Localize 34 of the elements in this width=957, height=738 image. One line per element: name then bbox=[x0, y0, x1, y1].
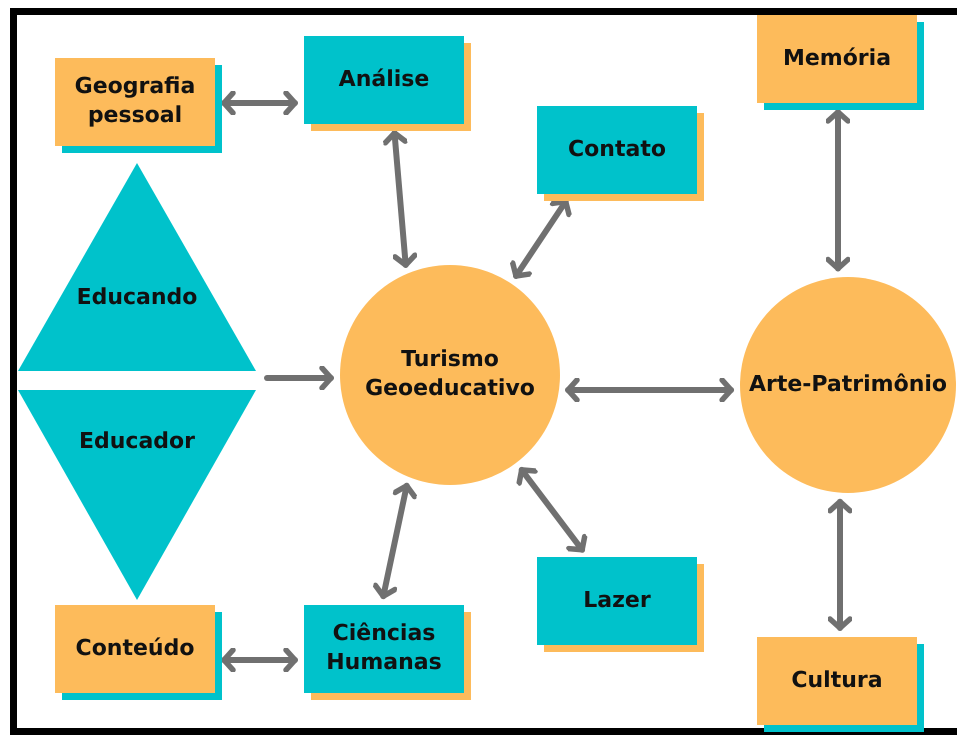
process-box bbox=[55, 605, 222, 700]
inverted-triangle-shape bbox=[18, 390, 256, 600]
node-label: Arte-Patrimônio bbox=[748, 370, 948, 399]
double-arrow bbox=[372, 482, 418, 600]
circle-node bbox=[340, 265, 560, 485]
circle-node bbox=[740, 277, 956, 493]
double-arrow bbox=[264, 365, 334, 391]
node-label: Conteúdo bbox=[74, 634, 196, 663]
node-label: Lazer bbox=[582, 586, 652, 615]
node-label: Turismo Geoeducativo bbox=[364, 346, 536, 403]
node-label: Educador bbox=[78, 428, 196, 456]
node-label: Ciências Humanas bbox=[325, 620, 443, 677]
node-label: Cultura bbox=[790, 666, 884, 695]
double-arrow bbox=[382, 130, 418, 268]
double-arrow bbox=[827, 498, 853, 631]
double-arrow bbox=[221, 647, 298, 673]
process-box bbox=[304, 605, 471, 700]
triangle-shape bbox=[18, 163, 256, 371]
process-box bbox=[55, 58, 222, 153]
double-arrow bbox=[825, 109, 851, 272]
node-label: Análise bbox=[338, 66, 430, 94]
process-box bbox=[537, 557, 704, 652]
node-label: Contato bbox=[567, 136, 667, 164]
double-arrow bbox=[510, 198, 572, 279]
process-box bbox=[757, 15, 924, 110]
process-box bbox=[757, 637, 924, 732]
process-box bbox=[537, 106, 704, 201]
node-label: Educando bbox=[76, 284, 198, 312]
double-arrow bbox=[565, 377, 734, 403]
node-label: Memória bbox=[782, 44, 892, 73]
double-arrow bbox=[221, 90, 298, 116]
node-label: Geografia pessoal bbox=[74, 73, 196, 130]
process-box bbox=[304, 36, 471, 131]
double-arrow bbox=[516, 466, 588, 553]
